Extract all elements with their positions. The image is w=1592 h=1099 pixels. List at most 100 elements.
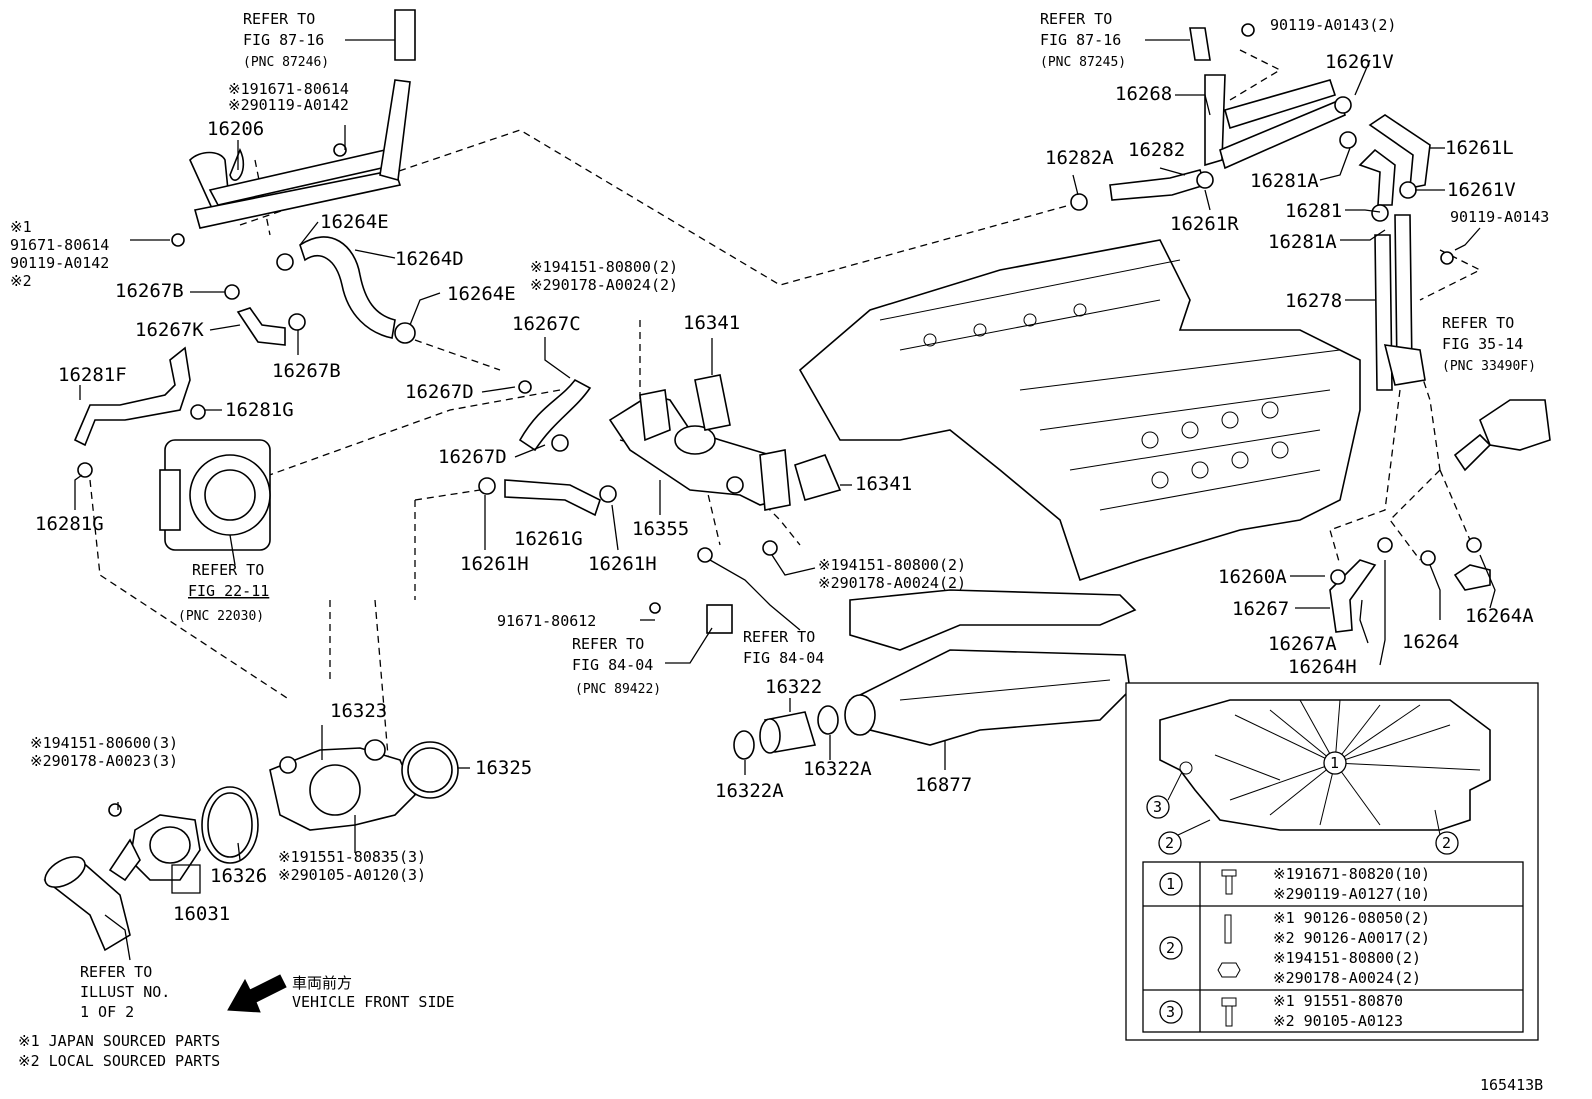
hose-16281	[1339, 131, 1396, 222]
label-16267d-a: 16267D	[405, 381, 474, 403]
label-16267a: 16267A	[1268, 633, 1337, 655]
inset-callout-3-text: 3	[1153, 798, 1162, 816]
legend-note-1: ※1 JAPAN SOURCED PARTS	[18, 1032, 220, 1050]
label-16322a-b: 16322A	[803, 758, 872, 780]
inset-callout-2a-text: 2	[1165, 834, 1174, 852]
label-16281g-b: 16281G	[35, 513, 104, 535]
gasket-16325	[401, 741, 459, 799]
table-row-2-line-1: ※1 90126-08050(2)	[1273, 909, 1430, 927]
inset-callout-2b	[1435, 831, 1459, 855]
label-16261r: 16261R	[1170, 213, 1239, 235]
ref-illust-2: ILLUST NO.	[80, 983, 170, 1001]
fastener-lower-left-2: ※290178-A0023(3)	[30, 752, 178, 770]
label-16278: 16278	[1285, 290, 1342, 312]
ref-87-16-r-1: REFER TO	[1040, 10, 1112, 28]
label-16341-b: 16341	[855, 473, 912, 495]
label-16267: 16267	[1232, 598, 1289, 620]
ref-84-04b-1: REFER TO	[743, 628, 815, 646]
label-16261v-a: 16261V	[1325, 51, 1394, 73]
water-outlet-16323	[269, 739, 416, 831]
inset-callout-3	[1146, 795, 1170, 819]
reference-callouts: REFER TO FIG 87-16 (PNC 87246) REFER TO …	[80, 10, 1536, 1021]
label-16260a: 16260A	[1218, 566, 1287, 588]
ref-84-04a-2: FIG 84-04	[572, 656, 653, 674]
label-16261g: 16261G	[514, 528, 583, 550]
label-16264h: 16264H	[1288, 656, 1357, 678]
label-16264a: 16264A	[1465, 605, 1534, 627]
fastener-left-2: 91671-80614	[10, 236, 109, 254]
table-row-1-key: 1	[1166, 875, 1175, 893]
label-16261l: 16261L	[1445, 137, 1514, 159]
hose-16261g	[478, 477, 617, 517]
nut-icon	[1217, 962, 1241, 978]
cover-16877	[844, 589, 1137, 746]
label-16355: 16355	[632, 518, 689, 540]
fastener-center-top-2: ※290178-A0024(2)	[530, 276, 678, 294]
inset-callout-2b-text: 2	[1442, 834, 1451, 852]
bolt-icon	[1225, 875, 1233, 895]
hose-16281f	[73, 346, 206, 478]
fastener-center-top-1: ※194151-80800(2)	[530, 258, 678, 276]
label-16281a-a: 16281A	[1250, 170, 1319, 192]
engine-block	[798, 239, 1361, 582]
vehicle-front-en: VEHICLE FRONT SIDE	[292, 993, 455, 1011]
ref-87-16-l-2: FIG 87-16	[243, 31, 324, 49]
label-16264e-a: 16264E	[320, 211, 389, 233]
inset-panel: 1 2 2 3 1 ※191671-80820(10) ※290119-A012…	[1125, 682, 1539, 1041]
label-16267b-a: 16267B	[115, 280, 184, 302]
ref-35-14-1: REFER TO	[1442, 314, 1514, 332]
fastener-right: 90119-A0143	[1450, 208, 1549, 226]
ref-87-16-r-2: FIG 87-16	[1040, 31, 1121, 49]
fastener-left-1: ※1	[10, 218, 32, 236]
label-16281g-a: 16281G	[225, 399, 294, 421]
label-16031: 16031	[173, 903, 230, 925]
inset-callout-2a	[1158, 831, 1182, 855]
hose-16282	[1070, 169, 1214, 211]
ref-illust-3: 1 OF 2	[80, 1003, 134, 1021]
label-16267b-b: 16267B	[272, 360, 341, 382]
diagram-id: 165413B	[1480, 1076, 1543, 1094]
label-16325: 16325	[475, 757, 532, 779]
ref-87-16-r-3: (PNC 87245)	[1040, 55, 1126, 70]
label-16261h-b: 16261H	[588, 553, 657, 575]
fastener-center-mid-1: ※194151-80800(2)	[818, 556, 966, 574]
table-row-3-line-1: ※1 91551-80870	[1273, 992, 1403, 1010]
label-16264e-b: 16264E	[447, 283, 516, 305]
ref-22-11-2: FIG 22-11	[188, 582, 269, 600]
ref-84-04b-2: FIG 84-04	[743, 649, 824, 667]
ref-35-14-3: (PNC 33490F)	[1442, 359, 1536, 374]
table-row-2-key: 2	[1166, 939, 1175, 957]
hose-16267c	[518, 378, 592, 452]
label-16282: 16282	[1128, 139, 1185, 161]
gasket-16341a	[694, 374, 731, 431]
o-ring-16322a	[733, 705, 839, 760]
pipe-16278	[1374, 214, 1454, 391]
part-number-labels: 16206 16264E 16264D 16264E 16267B 16267K…	[35, 51, 1534, 925]
label-16264d: 16264D	[395, 248, 464, 270]
sensor	[649, 540, 778, 634]
gasket-16326	[201, 786, 259, 864]
throttle-body	[159, 439, 271, 551]
ref-22-11-3: (PNC 22030)	[178, 609, 264, 624]
pipe-16322	[759, 711, 817, 754]
label-16267k: 16267K	[135, 319, 204, 341]
hose-16268	[1189, 23, 1346, 170]
fastener-lower-mid-1: ※191551-80835(3)	[278, 848, 426, 866]
ref-87-16-l-1: REFER TO	[243, 10, 315, 28]
water-inlet-16355	[608, 389, 791, 511]
table-row-1-line-2: ※290119-A0127(10)	[1273, 885, 1430, 903]
fastener-left-3: 90119-A0142	[10, 254, 109, 272]
ref-35-14-2: FIG 35-14	[1442, 335, 1523, 353]
label-16341-a: 16341	[683, 312, 740, 334]
gasket-16341b	[794, 454, 842, 501]
legend-notes: ※1 JAPAN SOURCED PARTS ※2 LOCAL SOURCED …	[18, 1032, 220, 1070]
stud-icon	[1224, 914, 1232, 944]
table-row-2-line-4: ※290178-A0024(2)	[1273, 969, 1421, 987]
fastener-center-mid-2: ※290178-A0024(2)	[818, 574, 966, 592]
radiator-hose-end	[43, 856, 131, 952]
bolt-label: 91671-80612	[497, 612, 596, 630]
label-16261v-b: 16261V	[1447, 179, 1516, 201]
table-row-3-line-2: ※2 90105-A0123	[1273, 1012, 1403, 1030]
label-16264: 16264	[1402, 631, 1459, 653]
